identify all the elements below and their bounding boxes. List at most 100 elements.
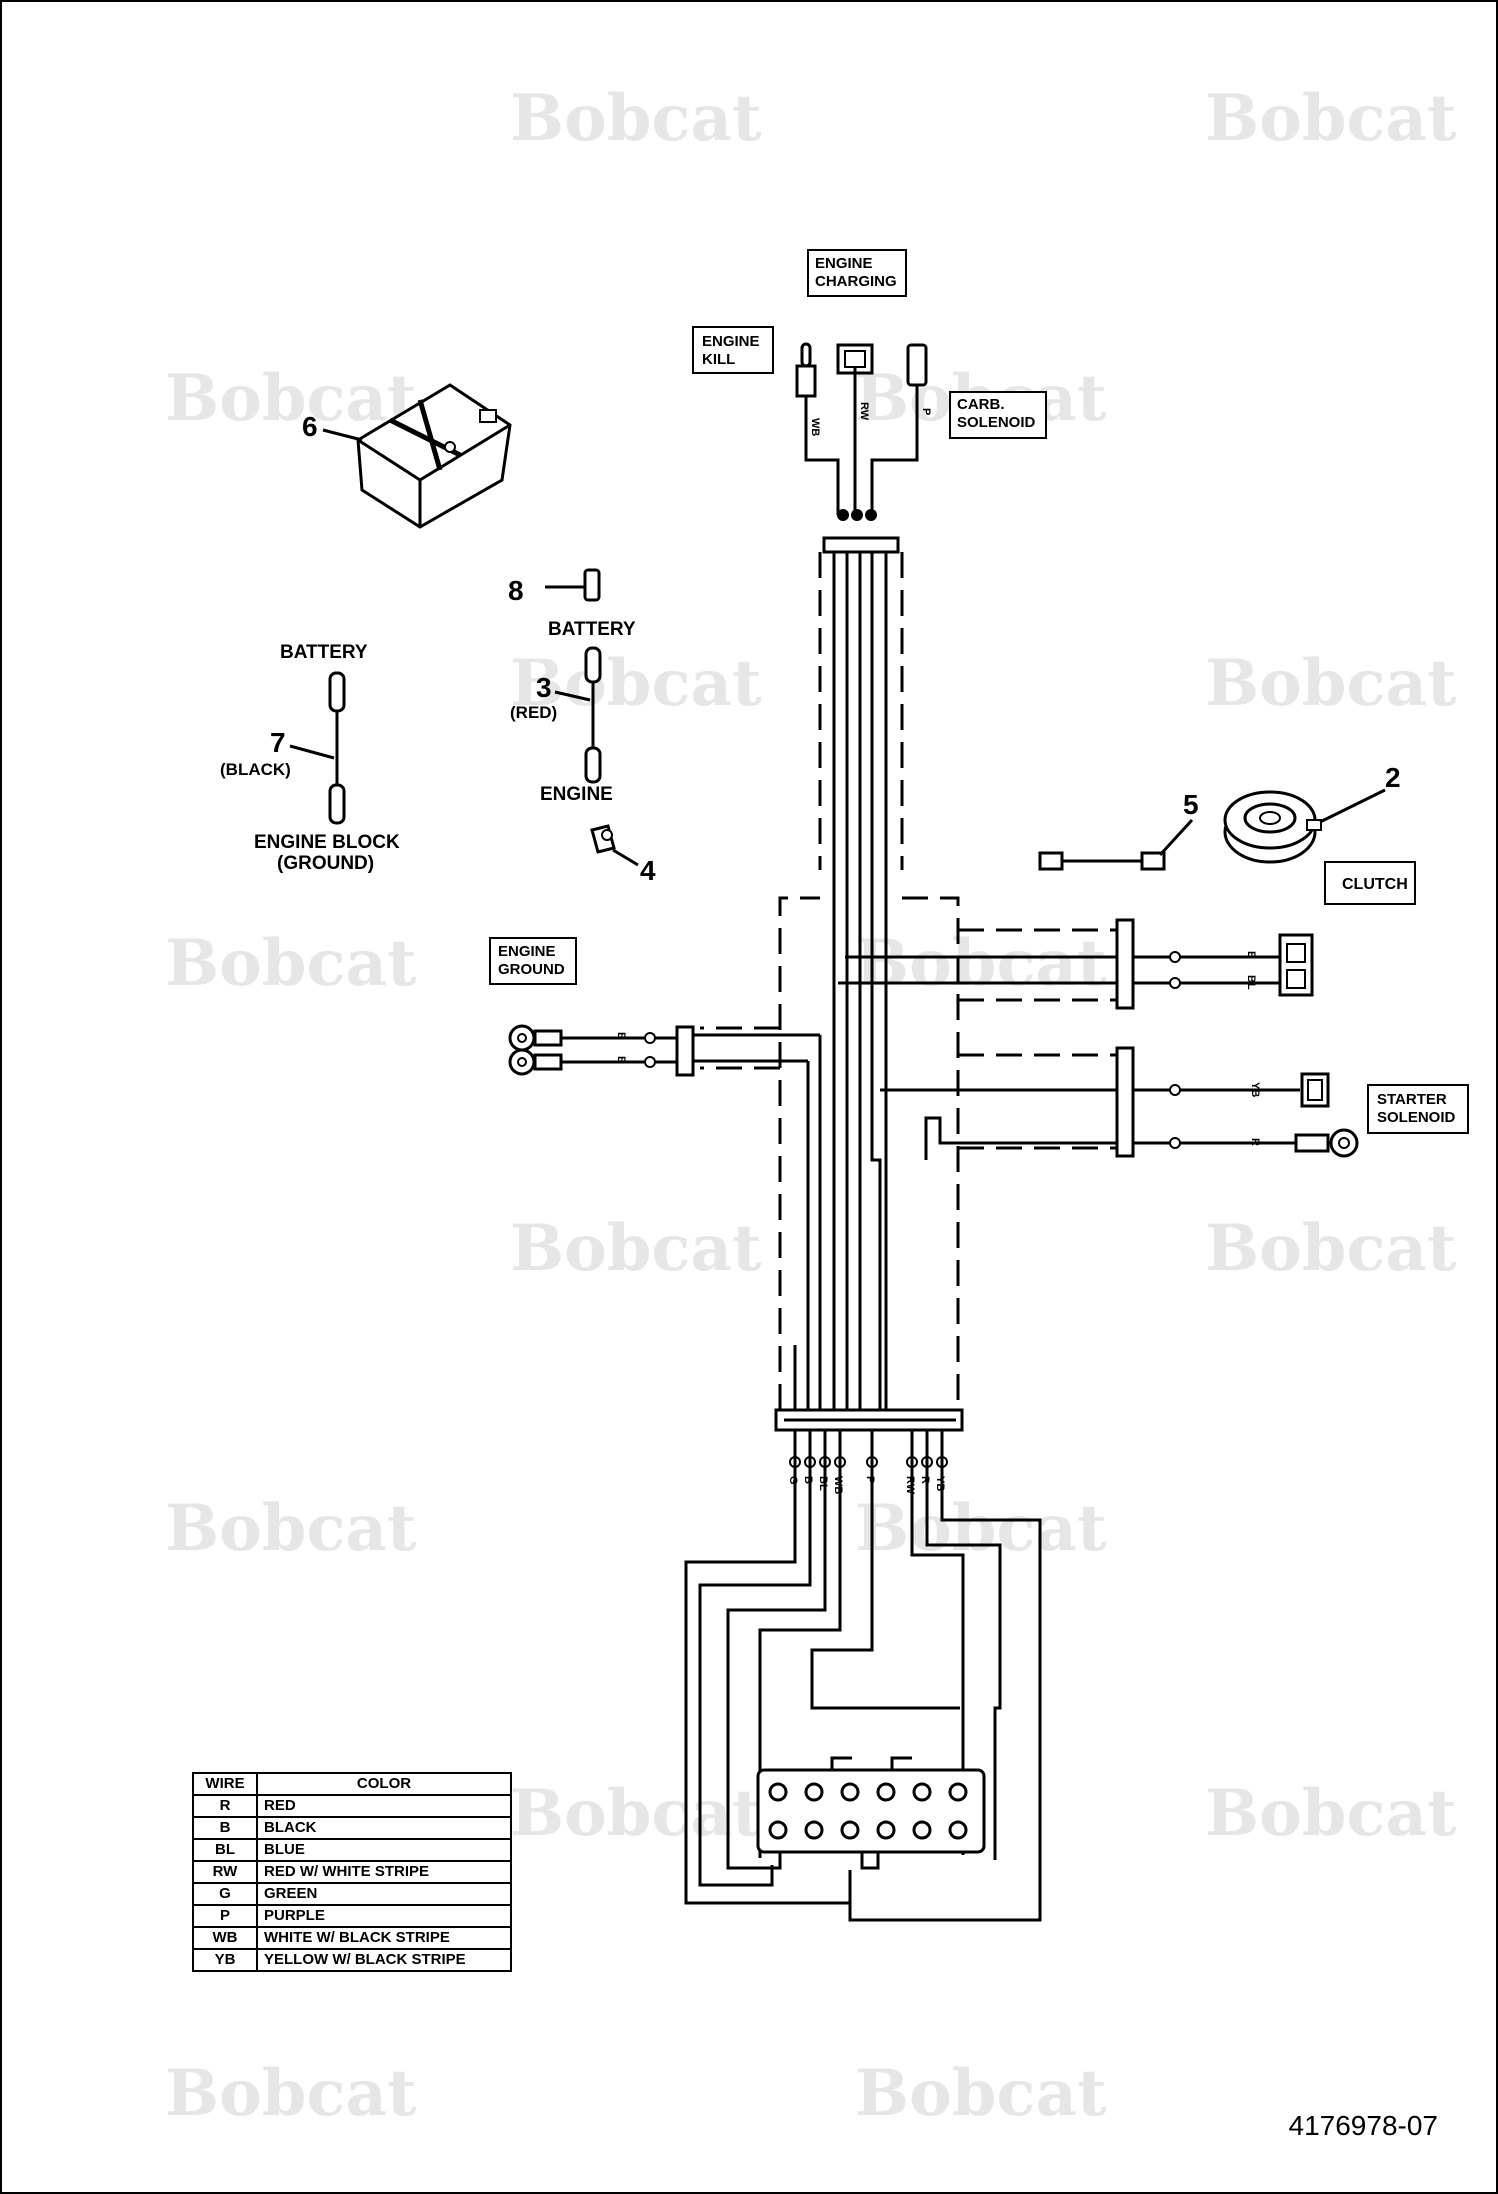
svg-text:ENGINE KILL: ENGINE KILL xyxy=(702,333,764,368)
watermark: Bobcat xyxy=(1205,81,1457,156)
legend-code: P xyxy=(192,1904,258,1928)
legend-code: YB xyxy=(192,1948,258,1972)
clutch-connector xyxy=(1278,933,1314,997)
clutch-label: CLUTCH xyxy=(1324,861,1416,905)
part-8-terminal xyxy=(583,568,601,602)
engine-charging-connector xyxy=(836,343,874,375)
part-5-jumper xyxy=(1038,851,1166,871)
starter-yb-connector xyxy=(1300,1072,1330,1108)
legend-code: WB xyxy=(192,1926,258,1950)
wire-tag-rw: RW xyxy=(904,1476,916,1495)
legend-color: BLACK xyxy=(256,1816,512,1840)
starter-solenoid-line1: STARTER xyxy=(1377,1091,1447,1108)
svg-text:STARTER SOLENOID: STARTER SOLENOID xyxy=(1377,1091,1456,1126)
svg-text:CARB. SOLENOID: CARB. SOLENOID xyxy=(957,396,1036,431)
svg-text:ENGINE CHARGING: ENGINE CHARGING xyxy=(815,255,897,290)
battery-illustration xyxy=(356,383,512,529)
engine-ground-label: ENGINE GROUND xyxy=(489,937,577,985)
12-pin-plug xyxy=(756,1756,986,1870)
legend-header-color: COLOR xyxy=(256,1772,512,1796)
callout-7: 7 xyxy=(270,727,286,758)
black-label: (BLACK) xyxy=(220,760,291,779)
engine-label: ENGINE xyxy=(540,784,613,805)
engine-ground-line1: ENGINE xyxy=(498,943,556,960)
legend-code: BL xyxy=(192,1838,258,1862)
watermark: Bobcat xyxy=(165,1491,417,1566)
engine-charging-line1: ENGINE xyxy=(815,255,873,272)
cable-7 xyxy=(328,671,346,825)
engine-kill-line1: ENGINE xyxy=(702,333,760,350)
callout-2: 2 xyxy=(1385,762,1401,793)
wire-tag-bl-clutch: BL xyxy=(1245,975,1257,990)
watermark-layer: Bobcat Bobcat Bobcat Bobcat Bobcat Bobca… xyxy=(165,81,1457,2131)
legend-color: BLUE xyxy=(256,1838,512,1862)
legend-color: YELLOW W/ BLACK STRIPE xyxy=(256,1948,512,1972)
callout-3: 3 xyxy=(536,672,552,703)
red-label: (RED) xyxy=(510,703,557,722)
part-4-terminal xyxy=(590,824,616,854)
clutch-clamp xyxy=(1115,918,1135,1010)
engine-charging-label: ENGINE CHARGING xyxy=(807,249,907,297)
wire-tag-p-top: P xyxy=(920,408,932,415)
legend-color: WHITE W/ BLACK STRIPE xyxy=(256,1926,512,1950)
wire-tag-p: P xyxy=(864,1476,876,1483)
watermark: Bobcat xyxy=(1205,646,1457,721)
watermark: Bobcat xyxy=(855,2056,1107,2131)
watermark: Bobcat xyxy=(510,1211,762,1286)
legend-code: RW xyxy=(192,1860,258,1884)
svg-text:CLUTCH: CLUTCH xyxy=(1342,876,1408,893)
watermark: Bobcat xyxy=(1205,1211,1457,1286)
callout-6: 6 xyxy=(302,411,318,442)
battery-label-right: BATTERY xyxy=(548,619,636,640)
starter-solenoid-line2: SOLENOID xyxy=(1377,1109,1456,1126)
bottom-routing xyxy=(684,1430,1042,1922)
wire-tag-yb-starter: YB xyxy=(1249,1082,1261,1097)
ground-label: (GROUND) xyxy=(277,853,374,874)
watermark: Bobcat xyxy=(855,1491,1107,1566)
callout-8: 8 xyxy=(508,575,524,606)
starter-clamp xyxy=(1115,1046,1135,1158)
clutch-illustration xyxy=(1223,790,1322,864)
wire-tag-bl: BL xyxy=(817,1476,829,1491)
svg-text:ENGINE GROUND: ENGINE GROUND xyxy=(498,943,565,978)
top-clamp xyxy=(822,536,900,554)
wire-tag-b-ground-2: B xyxy=(615,1056,627,1064)
callout-4: 4 xyxy=(640,855,656,886)
engine-kill-label: ENGINE KILL xyxy=(692,326,774,374)
watermark: Bobcat xyxy=(510,81,762,156)
engine-kill-connector xyxy=(795,342,817,398)
legend-color: RED W/ WHITE STRIPE xyxy=(256,1860,512,1884)
ground-clamp xyxy=(675,1025,695,1077)
callout-5: 5 xyxy=(1183,789,1199,820)
engine-kill-line2: KILL xyxy=(702,351,735,368)
wire-tag-yb: YB xyxy=(934,1476,946,1491)
starter-ring-terminal xyxy=(1294,1128,1359,1158)
legend-code: R xyxy=(192,1794,258,1818)
wire-tag-rw-top: RW xyxy=(858,402,870,421)
watermark: Bobcat xyxy=(165,926,417,1001)
legend-color: GREEN xyxy=(256,1882,512,1906)
legend-header-wire: WIRE xyxy=(192,1772,258,1796)
engine-charging-line2: CHARGING xyxy=(815,273,897,290)
wire-tag-r-starter: R xyxy=(1249,1138,1261,1146)
watermark: Bobcat xyxy=(510,646,762,721)
legend-code: B xyxy=(192,1816,258,1840)
legend-color: PURPLE xyxy=(256,1904,512,1928)
battery-label-left: BATTERY xyxy=(280,642,368,663)
wire-tag-wb-top: WB xyxy=(809,418,821,436)
watermark: Bobcat xyxy=(510,1776,762,1851)
carb-solenoid-label: CARB. SOLENOID xyxy=(949,391,1047,439)
drawing-number: 4176978-07 xyxy=(1288,2110,1438,2141)
carb-solenoid-line1: CARB. xyxy=(957,396,1005,413)
watermark: Bobcat xyxy=(165,2056,417,2131)
